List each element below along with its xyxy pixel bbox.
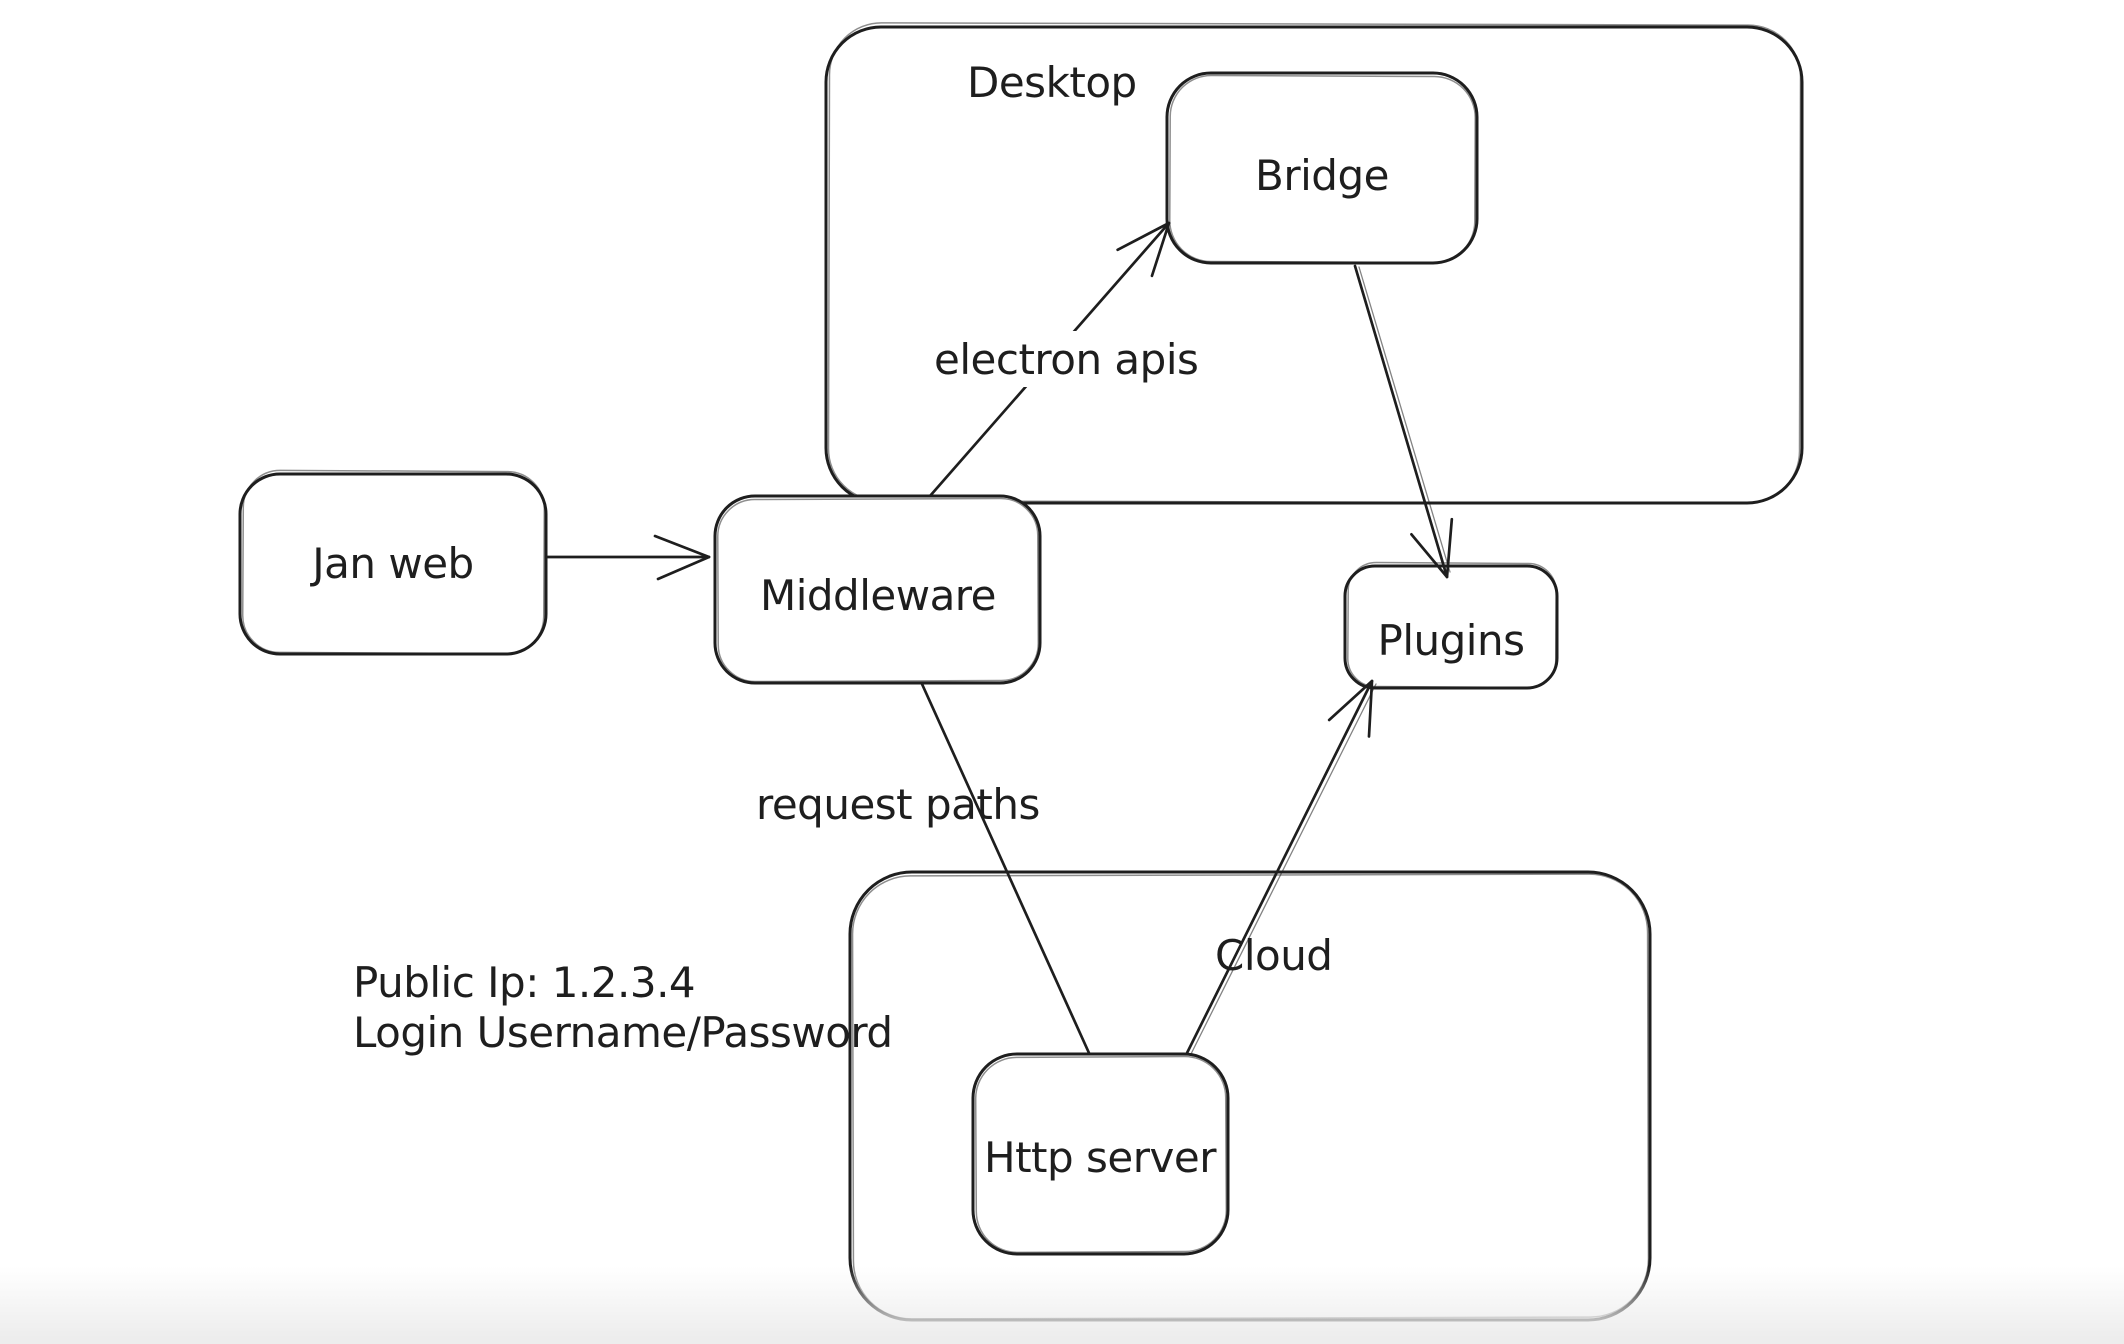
http-server-node xyxy=(971,1052,1230,1256)
desktop-container-overstroke xyxy=(827,22,1802,504)
edge-bridge-to-plugins[interactable] xyxy=(1353,264,1454,579)
edge-httpserver-to-plugins[interactable] xyxy=(1185,679,1374,1055)
cloud-container-label[interactable]: Cloud xyxy=(1215,931,1333,980)
edge-httpserver-to-plugins-overstroke xyxy=(1190,683,1377,1055)
http-server-overstroke xyxy=(974,1055,1228,1254)
bridge-box[interactable] xyxy=(1165,71,1479,265)
http-server-label[interactable]: Http server xyxy=(984,1133,1218,1182)
jan-web-label[interactable]: Jan web xyxy=(309,539,474,588)
plugins-label[interactable]: Plugins xyxy=(1378,616,1525,665)
bridge-label[interactable]: Bridge xyxy=(1255,151,1389,200)
login-annotation[interactable]: Login Username/Password xyxy=(353,1008,893,1057)
middleware-overstroke xyxy=(717,497,1039,683)
bridge-overstroke xyxy=(1169,74,1476,264)
request-paths-edge-label[interactable]: request paths xyxy=(756,780,1040,829)
middleware-box[interactable] xyxy=(713,494,1042,685)
electron-apis-label-bg xyxy=(922,331,1194,387)
public-ip-annotation[interactable]: Public Ip: 1.2.3.4 xyxy=(353,958,696,1007)
jan-web-box[interactable] xyxy=(238,472,548,656)
jan-web-node xyxy=(238,469,548,656)
jan-web-overstroke xyxy=(241,469,546,655)
bridge-node xyxy=(1165,71,1479,265)
edge-bridge-to-plugins-overstroke xyxy=(1358,266,1451,573)
middleware-label[interactable]: Middleware xyxy=(760,571,997,620)
desktop-container-label[interactable]: Desktop xyxy=(967,58,1137,107)
middleware-node xyxy=(713,494,1042,685)
edge-middleware-to-httpserver[interactable] xyxy=(920,682,1091,1055)
electron-apis-edge-label[interactable]: electron apis xyxy=(934,335,1199,384)
http-server-box[interactable] xyxy=(971,1052,1230,1256)
